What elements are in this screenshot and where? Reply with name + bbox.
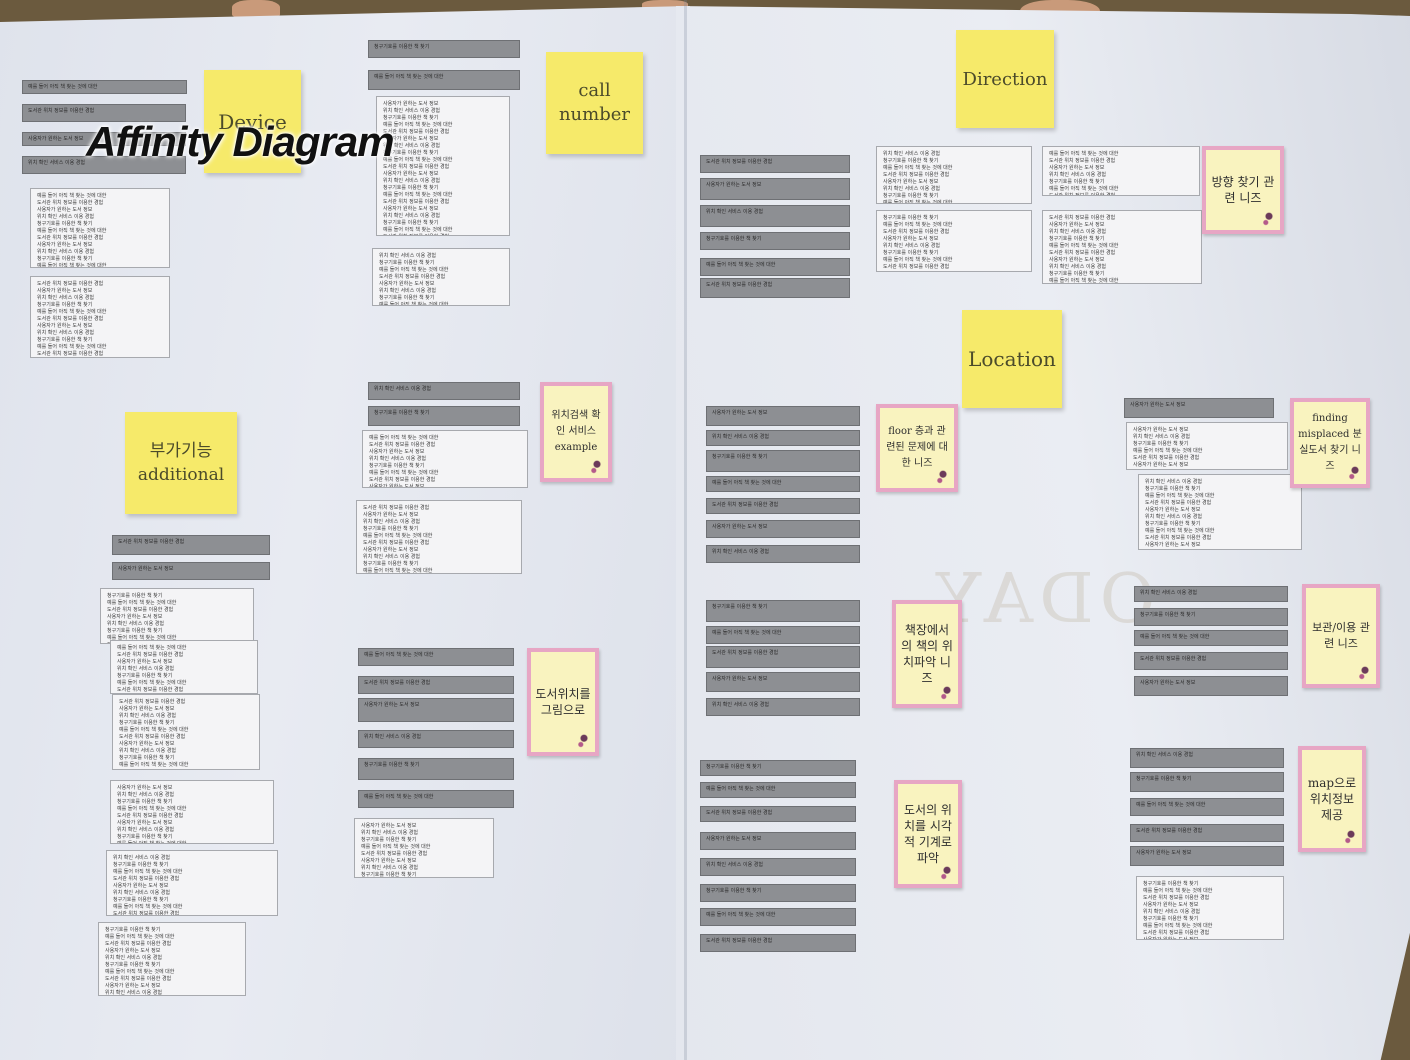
- note-strip: 예를 들어 아직 책 찾는 것에 대한: [700, 908, 856, 926]
- note-strip: 위치 확인 서비스 이용 경험: [1134, 586, 1288, 602]
- note-strip: 사용자가 원하는 도서 정보: [22, 132, 186, 146]
- note-strip: 청구기호를 이용한 책 찾기: [1134, 608, 1288, 626]
- note-direction-need: 방향 찾기 관련 니즈: [1202, 146, 1284, 234]
- note-strip: 사용자가 원하는 도서 정보: [112, 562, 270, 580]
- note-strip: 예를 들어 아직 책 찾는 것에 대한: [358, 790, 514, 808]
- note-strip: 사용자가 원하는 도서 정보: [700, 178, 850, 200]
- note-misplaced: finding misplaced 분실도서 찾기 니즈: [1290, 398, 1370, 488]
- note-wrong-place: 보관/이용 관련 니즈: [1302, 584, 1380, 688]
- note-floor: floor 층과 관련된 문제에 대한 니즈: [876, 404, 958, 492]
- category-call-number: call number: [546, 52, 643, 154]
- note-example: 위치검색 확인 서비스 example: [540, 382, 612, 482]
- note-strip: 도서관 위치 정보를 이용한 경험: [700, 934, 856, 952]
- note-strip: 위치 확인 서비스 이용 경험: [22, 156, 186, 174]
- note-visual-location: 도서의 위치를 시각적 기계로 파악: [894, 780, 962, 888]
- note-strip: 청구기호를 이용한 책 찾기: [1130, 772, 1284, 792]
- note-strip: 청구기호를 이용한 책 찾기: [706, 450, 860, 472]
- note-strip: 위치 확인 서비스 이용 경험: [706, 698, 860, 716]
- note-strip: 사용자가 원하는 도서 정보: [358, 698, 514, 722]
- note-strip: 위치 확인 서비스 이용 경험: [368, 382, 520, 400]
- category-additional: 부가기능 additional: [125, 412, 237, 514]
- note-strip: 사용자가 원하는 도서 정보: [1124, 398, 1274, 418]
- note-strip: 예를 들어 아직 책 찾는 것에 대한: [22, 80, 187, 94]
- note-strip: 도서관 위치 정보를 이용한 경험: [1134, 652, 1288, 670]
- note-strip: 위치 확인 서비스 이용 경험: [700, 858, 856, 876]
- note-strip: 사용자가 원하는 도서 정보: [1134, 676, 1288, 696]
- note-strip: 도서관 위치 정보를 이용한 경험: [1130, 824, 1284, 842]
- note-strip: 예를 들어 아직 책 찾는 것에 대한: [700, 782, 856, 798]
- note-strip: 청구기호를 이용한 책 찾기: [700, 232, 850, 250]
- poster-fold: [684, 0, 687, 1060]
- note-strip: 사용자가 원하는 도서 정보: [706, 520, 860, 538]
- note-strip: 예를 들어 아직 책 찾는 것에 대한: [1130, 798, 1284, 816]
- note-strip: 사용자가 원하는 도서 정보: [700, 832, 856, 850]
- note-strip: 청구기호를 이용한 책 찾기: [358, 758, 514, 780]
- note-strip: 사용자가 원하는 도서 정보: [706, 672, 860, 692]
- note-strip: 청구기호를 이용한 책 찾기: [700, 884, 856, 902]
- note-strip: 위치 확인 서비스 이용 경험: [706, 430, 860, 446]
- note-strip: 위치 확인 서비스 이용 경험: [700, 205, 850, 227]
- note-strip: 예를 들어 아직 책 찾는 것에 대한: [706, 476, 860, 492]
- note-strip: 도서관 위치 정보를 이용한 경험: [700, 278, 850, 298]
- note-strip: 도서관 위치 정보를 이용한 경험: [700, 806, 856, 822]
- category-location: Location: [962, 310, 1062, 408]
- background-watermark: ODAY: [930, 560, 1156, 639]
- note-strip: 청구기호를 이용한 책 찾기: [700, 760, 856, 776]
- note-strip: 예를 들어 아직 책 찾는 것에 대한: [706, 626, 860, 644]
- left-hand: [232, 0, 280, 18]
- note-drawing: 도서위치를 그림으로: [527, 648, 599, 756]
- note-strip: 사용자가 원하는 도서 정보: [1130, 846, 1284, 866]
- note-strip: 도서관 위치 정보를 이용한 경험: [112, 535, 270, 555]
- category-direction: Direction: [956, 30, 1054, 128]
- note-strip: 청구기호를 이용한 책 찾기: [706, 600, 860, 622]
- note-strip: 예를 들어 아직 책 찾는 것에 대한: [358, 648, 514, 666]
- note-strip: 도서관 위치 정보를 이용한 경험: [358, 676, 514, 694]
- note-strip: 위치 확인 서비스 이용 경험: [358, 730, 514, 748]
- note-strip: 사용자가 원하는 도서 정보: [706, 406, 860, 426]
- note-strip: 도서관 위치 정보를 이용한 경험: [22, 104, 186, 122]
- note-strip: 청구기호를 이용한 책 찾기: [368, 406, 520, 426]
- top-hand: [642, 0, 688, 10]
- page-title: Affinity Diagram: [86, 118, 395, 165]
- note-strip: 예를 들어 아직 책 찾는 것에 대한: [368, 70, 520, 90]
- note-strip: 도서관 위치 정보를 이용한 경험: [706, 646, 860, 668]
- category-device: Device: [204, 70, 301, 173]
- note-strip: 청구기호를 이용한 책 찾기: [368, 40, 520, 58]
- note-strip: 도서관 위치 정보를 이용한 경험: [706, 498, 860, 514]
- note-library-location: 책장에서의 책의 위치파악 니즈: [892, 600, 962, 708]
- note-map: map으로 위치정보 제공: [1298, 746, 1366, 852]
- note-strip: 예를 들어 아직 책 찾는 것에 대한: [700, 258, 850, 276]
- note-strip: 예를 들어 아직 책 찾는 것에 대한: [1134, 630, 1288, 646]
- note-strip: 위치 확인 서비스 이용 경험: [706, 545, 860, 563]
- note-strip: 도서관 위치 정보를 이용한 경험: [700, 155, 850, 173]
- note-strip: 위치 확인 서비스 이용 경험: [1130, 748, 1284, 768]
